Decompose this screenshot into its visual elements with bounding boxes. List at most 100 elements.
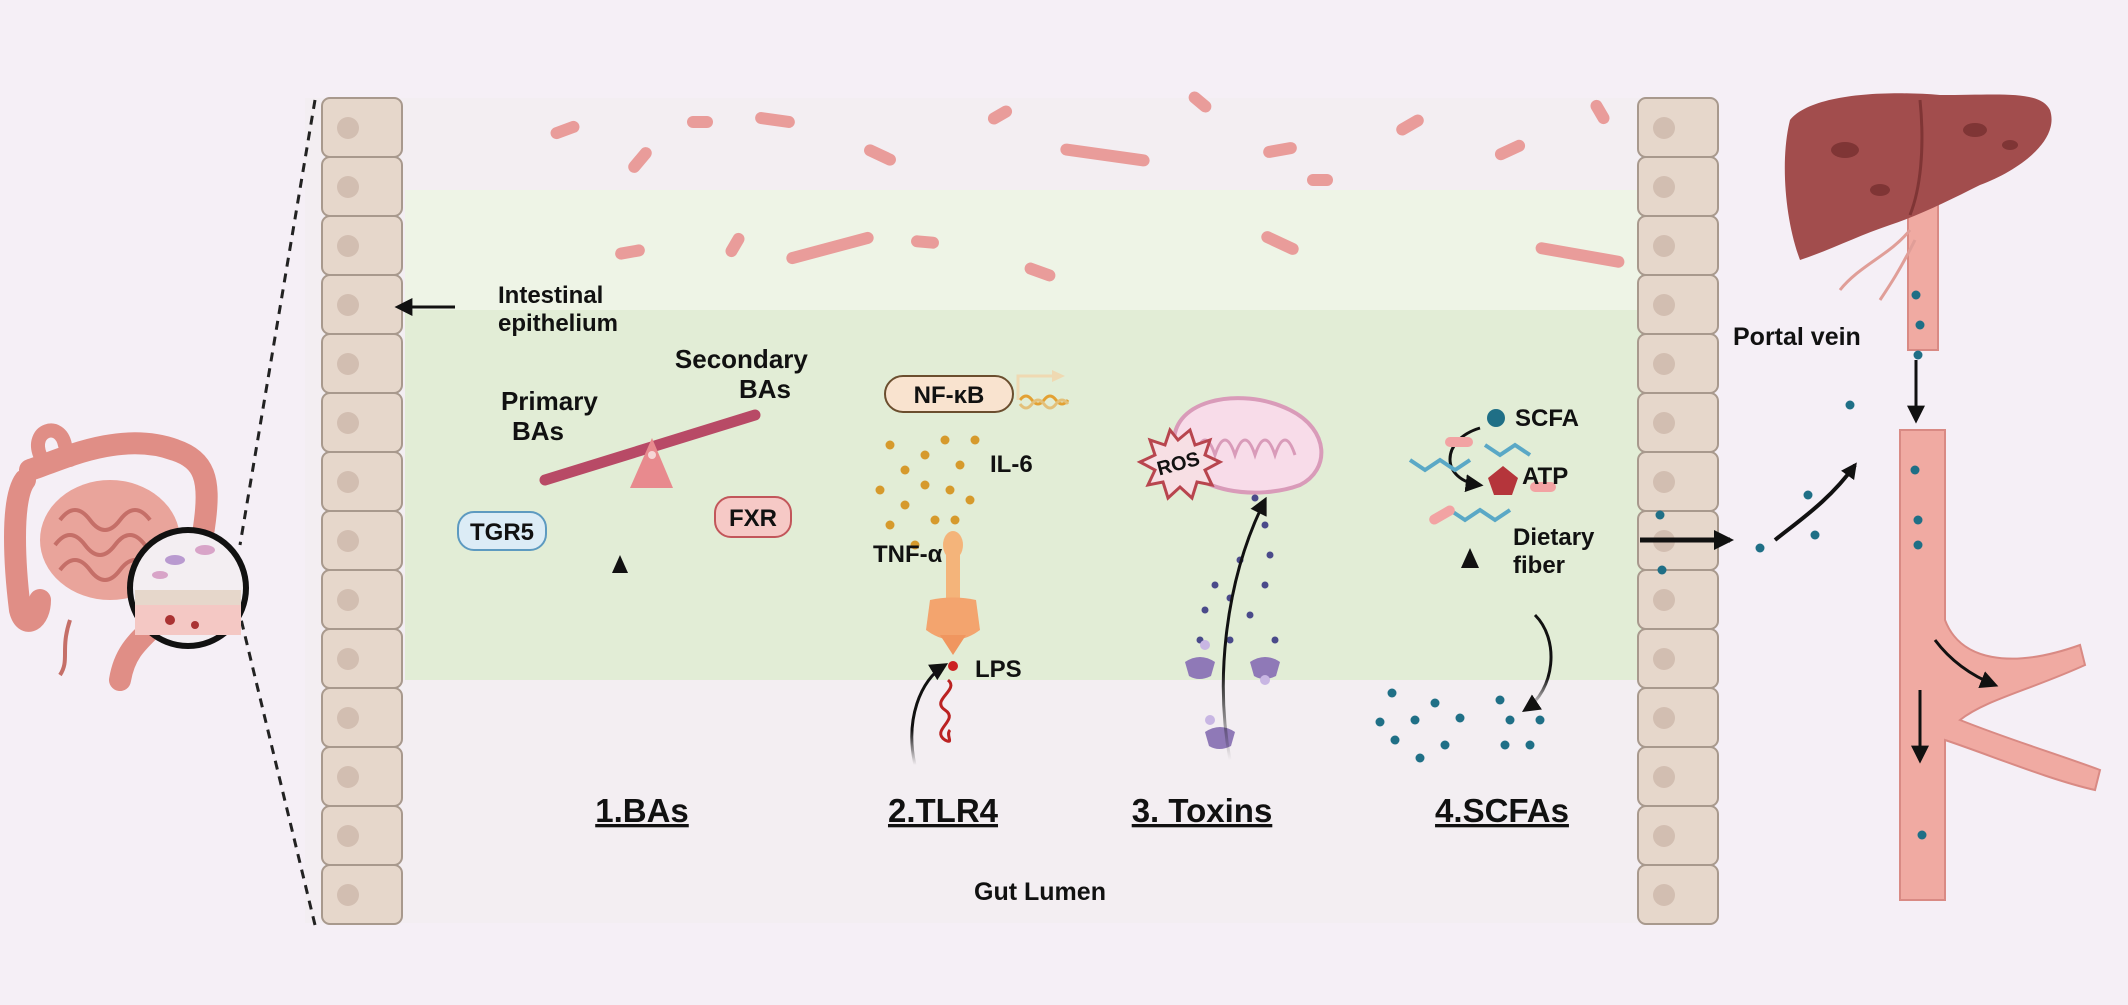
fxr-badge: FXR	[714, 496, 792, 538]
bacterium-icon	[864, 144, 896, 166]
cytokine-dot	[920, 450, 930, 460]
epithelial-cell	[321, 274, 403, 335]
tnfa-label: TNF-α	[873, 541, 943, 568]
vein-dot	[1913, 515, 1923, 525]
epithelial-cell	[1637, 333, 1719, 394]
vein-flow-arrow-branch	[1933, 639, 1999, 689]
cell-nucleus	[337, 412, 359, 434]
epithelial-cell	[321, 628, 403, 689]
cell-nucleus	[337, 176, 359, 198]
epithelial-cell	[321, 510, 403, 571]
cytokine-dot	[920, 480, 930, 490]
cytokine-dot	[965, 495, 975, 505]
cell-nucleus	[337, 471, 359, 493]
toxin-dot	[1271, 636, 1279, 644]
scfa-dot	[1803, 490, 1813, 500]
bacterium-icon	[911, 235, 939, 249]
bacterium-icon	[1188, 91, 1212, 113]
vein-dot	[1910, 465, 1920, 475]
cytokine-dot	[910, 540, 920, 550]
atp-label: ATP	[1522, 463, 1568, 490]
dietary-fiber-label: Dietary fiber	[1513, 524, 1601, 579]
toxin-dot	[1261, 521, 1269, 529]
bacterium-icon	[687, 116, 713, 128]
cell-nucleus	[337, 235, 359, 257]
epithelial-cell	[1637, 687, 1719, 748]
bacterium-icon	[1590, 99, 1610, 125]
seesaw-icon	[539, 409, 761, 488]
epithelial-cell	[1637, 569, 1719, 630]
bacterium-icon	[628, 147, 652, 173]
bacterium-icon	[1535, 242, 1625, 268]
epithelial-cell	[1637, 274, 1719, 335]
cell-nucleus	[1653, 353, 1675, 375]
scfa-dot	[1657, 565, 1667, 575]
nfkb-badge: NF-κB	[884, 370, 1070, 413]
cytokine-dot	[900, 500, 910, 510]
cytokine-dot	[955, 460, 965, 470]
left-epithelial-column	[321, 97, 403, 925]
cell-nucleus	[337, 766, 359, 788]
toxin-dot	[1261, 581, 1269, 589]
epithelial-cell	[1637, 392, 1719, 453]
epithelial-cell	[1637, 746, 1719, 807]
cell-nucleus	[1653, 412, 1675, 434]
mechanism-2-label: 2.TLR4	[888, 792, 999, 829]
bacteria-group	[550, 91, 1625, 282]
epithelial-cell	[321, 864, 403, 925]
cell-nucleus	[1653, 176, 1675, 198]
cell-nucleus	[337, 589, 359, 611]
svg-text:TGR5: TGR5	[470, 519, 534, 546]
scfa-dot	[1415, 753, 1425, 763]
scfa-dot	[1375, 717, 1385, 727]
il6-label: IL-6	[990, 451, 1033, 478]
ros-burst-icon: ROS	[1136, 426, 1224, 501]
epithelial-cell	[1637, 215, 1719, 276]
cell-nucleus	[1653, 117, 1675, 139]
svg-text:NF-κB: NF-κB	[914, 382, 985, 409]
secondary-bas-label: Secondary BAs	[675, 344, 815, 404]
scfa-dot	[1505, 715, 1515, 725]
bacterium-icon	[1494, 139, 1526, 161]
vein-dot	[1915, 320, 1925, 330]
scfa-particles	[1375, 400, 1855, 763]
cell-nucleus	[1653, 589, 1675, 611]
epithelial-cell	[321, 746, 403, 807]
outer-mucus-layer	[405, 190, 1645, 310]
to-portal-arrow	[1773, 462, 1857, 542]
vein-dot	[1911, 290, 1921, 300]
cell-nucleus	[337, 648, 359, 670]
cytokine-dot	[945, 485, 955, 495]
epithelial-cell	[321, 687, 403, 748]
cytokine-dot	[950, 515, 960, 525]
svg-text:FXR: FXR	[729, 505, 777, 532]
primary-bas-label: Primary BAs	[501, 386, 605, 446]
tlr4-receptor-icon	[926, 531, 980, 671]
cell-nucleus	[1653, 648, 1675, 670]
bacterium-icon	[1024, 262, 1056, 282]
bacterium-icon	[725, 232, 745, 258]
epithelial-cell	[321, 156, 403, 217]
mitochondria-icon	[1172, 396, 1324, 495]
scfa-dot	[1387, 688, 1397, 698]
cell-nucleus	[337, 825, 359, 847]
epithelial-cell	[1637, 451, 1719, 512]
bacterium-icon	[1261, 231, 1299, 255]
cytokine-dot	[970, 435, 980, 445]
lps-molecule-icon	[939, 678, 953, 743]
scfa-dot	[1430, 698, 1440, 708]
gut-lumen-label: Gut Lumen	[974, 878, 1106, 906]
vein-dot	[1913, 540, 1923, 550]
cytokine-dot	[900, 465, 910, 475]
epithelial-cell	[321, 805, 403, 866]
cell-nucleus	[337, 294, 359, 316]
cell-nucleus	[337, 117, 359, 139]
cell-nucleus	[1653, 235, 1675, 257]
cell-nucleus	[337, 884, 359, 906]
vein-dot	[1917, 830, 1927, 840]
epithelial-cell	[1637, 805, 1719, 866]
toxin-dot	[1246, 611, 1254, 619]
epithelial-cell	[321, 97, 403, 158]
scfa-dot	[1845, 400, 1855, 410]
scfa-dot	[1755, 543, 1765, 553]
